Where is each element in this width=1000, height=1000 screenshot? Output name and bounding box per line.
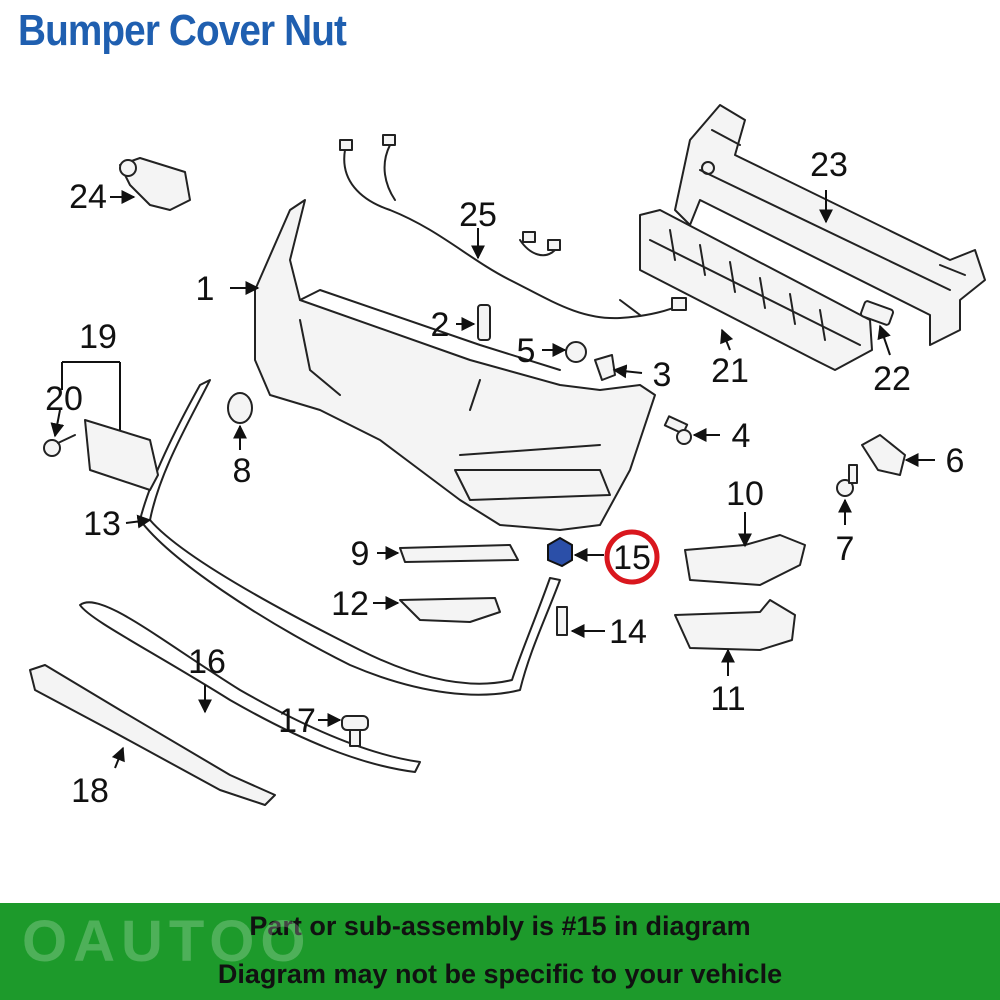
part-2-push-pin (477, 304, 491, 341)
part-11-fog-lamp-bezel (674, 599, 796, 651)
part-13-lower-cover (139, 379, 561, 696)
part-19-license-bracket (84, 419, 159, 491)
callout-6: 6 (946, 442, 965, 480)
banner-line-2: Diagram may not be specific to your vehi… (217, 959, 783, 989)
part-22-bracket (860, 300, 894, 326)
part-21-energy-absorber (639, 209, 873, 371)
part-18-lower-grille (29, 664, 276, 806)
part-12-reflector (399, 597, 501, 623)
part-5-nut (565, 341, 587, 363)
callout-labels: 1 2 3 4 5 6 7 8 9 10 11 12 13 14 15 16 1… (45, 146, 964, 810)
highlight-circle-15 (604, 529, 660, 585)
callout-1: 1 (196, 270, 215, 308)
callout-12: 12 (331, 585, 369, 623)
parts-diagram: 1 2 3 4 5 6 7 8 9 10 11 12 13 14 15 16 1… (29, 104, 986, 810)
part-20-screw (43, 434, 76, 457)
callout-16: 16 (188, 643, 226, 681)
part-8-cap (227, 392, 253, 424)
callout-14: 14 (609, 613, 647, 651)
callout-15: 15 (613, 539, 651, 577)
part-25-wiring-harness (339, 134, 687, 320)
part-7-screw (836, 464, 858, 497)
callout-10: 10 (726, 475, 764, 513)
callout-25: 25 (459, 196, 497, 234)
callout-23: 23 (810, 146, 848, 184)
callout-4: 4 (732, 417, 751, 455)
callout-8: 8 (233, 452, 252, 490)
part-14-bolt (556, 606, 568, 636)
part-15-bumper-cover-nut (547, 536, 573, 568)
callout-7: 7 (836, 530, 855, 568)
leader-lines (50, 190, 935, 769)
callout-9: 9 (351, 535, 370, 573)
watermark-logo: OAUTOO (22, 909, 312, 974)
callout-17: 17 (278, 702, 316, 740)
callout-21: 21 (711, 352, 749, 390)
part-1-bumper-cover (254, 199, 656, 531)
banner-line-1: Part or sub-assembly is #15 in diagram (249, 911, 751, 941)
callout-3: 3 (653, 356, 672, 394)
callout-2: 2 (431, 306, 450, 344)
page-title: Bumper Cover Nut (18, 6, 347, 55)
part-4-bolt (663, 415, 692, 445)
part-9-reflector (399, 544, 519, 563)
callout-24: 24 (69, 178, 107, 216)
callout-11: 11 (710, 680, 745, 718)
part-3-clip (594, 354, 616, 381)
callout-20: 20 (45, 380, 83, 418)
callout-19: 19 (79, 318, 117, 356)
part-24-sensor (119, 157, 191, 211)
info-banner: Part or sub-assembly is #15 in diagram D… (0, 903, 1000, 1000)
callout-13: 13 (83, 505, 121, 543)
part-17-push-pin (341, 715, 369, 747)
callout-18: 18 (71, 772, 109, 810)
callout-22: 22 (873, 360, 911, 398)
part-23-reinforcement-beam (674, 104, 986, 346)
part-6-bracket (861, 434, 906, 476)
callout-5: 5 (517, 332, 536, 370)
part-16-trim-strip (79, 601, 421, 773)
